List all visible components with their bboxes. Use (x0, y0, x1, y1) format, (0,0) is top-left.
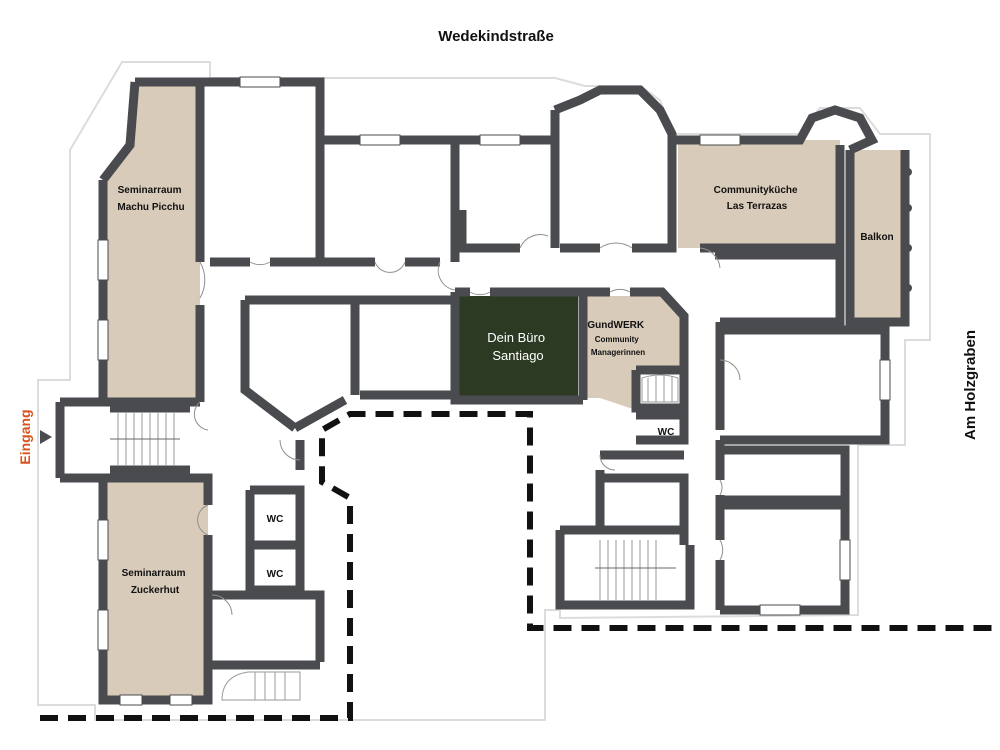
room-kueche[interactable] (678, 140, 840, 248)
stairs (110, 374, 679, 701)
label-buero: Dein Büro Santiago (487, 330, 548, 363)
label-gundwerk: GundWERK Community Managerinnen (587, 320, 646, 357)
highlighted-rooms (103, 82, 905, 700)
entrance-label: Eingang (17, 409, 33, 464)
room-labels: Seminarraum Machu Picchu Seminarraum Zuc… (117, 185, 893, 596)
stairs-entrance (110, 412, 180, 466)
street-right: Am Holzgraben (962, 330, 979, 440)
room-balkon[interactable] (850, 150, 905, 322)
label-zuckerhut: Seminarraum Zuckerhut (122, 568, 189, 596)
label-wc-1: WC (267, 514, 284, 525)
room-machu-picchu[interactable] (103, 82, 200, 402)
walls (55, 77, 910, 705)
doors (193, 234, 741, 616)
stairs-south (595, 540, 676, 600)
stairs-gundwerk (641, 374, 679, 403)
label-wc-2: WC (267, 569, 284, 580)
room-buero-santiago[interactable] (458, 296, 578, 396)
property-boundary (40, 411, 1000, 721)
room-zuckerhut[interactable] (103, 478, 208, 700)
entrance-arrow-icon (40, 430, 52, 444)
windows (97, 76, 891, 706)
label-balkon: Balkon (860, 232, 893, 243)
stairs-bottom-left (221, 671, 301, 701)
label-machu-picchu: Seminarraum Machu Picchu (117, 185, 184, 213)
room-gundwerk[interactable] (585, 296, 680, 410)
label-wc-3: WC (658, 427, 675, 438)
label-kueche: Communityküche Las Terrazas (714, 185, 801, 212)
balcony-posts (904, 168, 912, 292)
street-top: Wedekindstraße (438, 28, 554, 45)
